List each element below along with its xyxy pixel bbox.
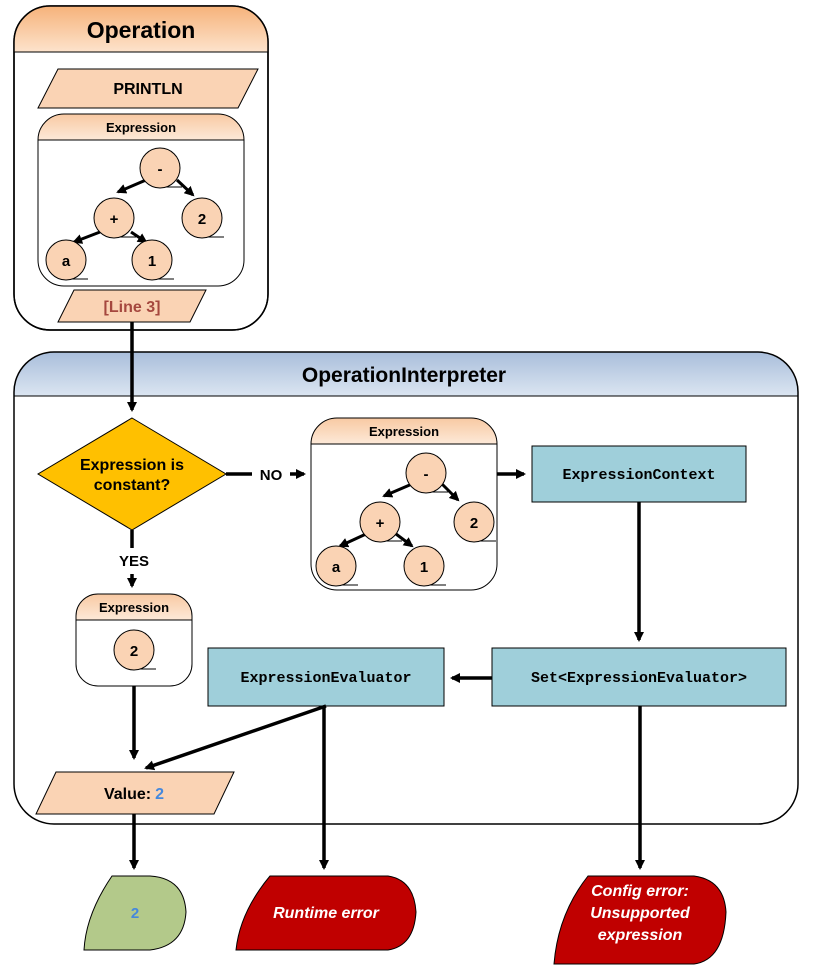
interpreter-title: OperationInterpreter xyxy=(302,364,506,387)
tree-node-minus: - xyxy=(158,161,163,178)
yes-label: YES xyxy=(119,553,149,570)
expression-evaluator-node: ExpressionEvaluator xyxy=(207,647,445,707)
result-value: 2 xyxy=(131,905,139,922)
operation-tree-edges xyxy=(72,178,195,244)
config-error-line3: expression xyxy=(598,927,683,944)
println-node: PRINTLN xyxy=(37,68,259,109)
runtime-error-terminal: Runtime error xyxy=(235,875,417,951)
interpreter-tree-nodes: - + 2 a 1 xyxy=(315,452,496,587)
value-label: Value: xyxy=(104,786,151,803)
config-error-line2: Unsupported xyxy=(590,905,691,922)
tree-node-plus: + xyxy=(110,211,119,228)
interpreter-tree-edges xyxy=(338,482,460,548)
config-error-terminal: Config error: Unsupported expression xyxy=(553,875,727,965)
yes-connector: YES xyxy=(119,530,149,588)
value-text: Value:2 xyxy=(104,786,164,803)
line-number-label: [Line 3] xyxy=(104,299,161,316)
interp-tree-node-minus: - xyxy=(424,466,429,483)
tree-node-one: 1 xyxy=(148,253,156,270)
operation-title: Operation xyxy=(87,17,196,43)
interp-tree-node-a: a xyxy=(332,559,341,576)
constant-expression-title: Expression xyxy=(99,600,169,615)
line-number-node: [Line 3] xyxy=(57,289,207,323)
interpreter-expression-box: Expression xyxy=(310,417,498,591)
tree-node-two: 2 xyxy=(198,211,206,228)
evaluator-set-node: Set<ExpressionEvaluator> xyxy=(491,647,787,707)
interp-tree-node-two: 2 xyxy=(470,515,478,532)
runtime-error-label: Runtime error xyxy=(273,905,380,922)
connector-evaluator-to-value xyxy=(144,704,327,771)
tree-node-a: a xyxy=(62,253,71,270)
interp-tree-node-one: 1 xyxy=(420,559,428,576)
expression-context-label: ExpressionContext xyxy=(562,467,715,484)
operation-tree-nodes: - + 2 a 1 xyxy=(45,147,224,281)
decision-label-line1: Expression is xyxy=(80,457,184,474)
operation-expression-title: Expression xyxy=(106,120,176,135)
operation-expression-box: Expression xyxy=(37,113,245,287)
expression-context-node: ExpressionContext xyxy=(531,445,747,503)
no-connector: NO xyxy=(226,467,306,484)
interp-tree-node-plus: + xyxy=(376,515,385,532)
value-number: 2 xyxy=(155,786,164,803)
result-terminal: 2 xyxy=(83,875,187,951)
value-node: Value:2 xyxy=(35,771,235,815)
constant-expression-box: Expression 2 xyxy=(75,593,193,687)
constant-decision: Expression is constant? xyxy=(37,417,227,531)
println-label: PRINTLN xyxy=(113,81,182,98)
decision-label-line2: constant? xyxy=(94,477,170,494)
expression-evaluator-label: ExpressionEvaluator xyxy=(240,670,411,687)
constant-node-two: 2 xyxy=(130,643,138,660)
no-label: NO xyxy=(260,467,283,484)
config-error-line1: Config error: xyxy=(591,883,689,900)
evaluator-set-label: Set<ExpressionEvaluator> xyxy=(531,670,747,687)
interpreter-expression-title: Expression xyxy=(369,424,439,439)
